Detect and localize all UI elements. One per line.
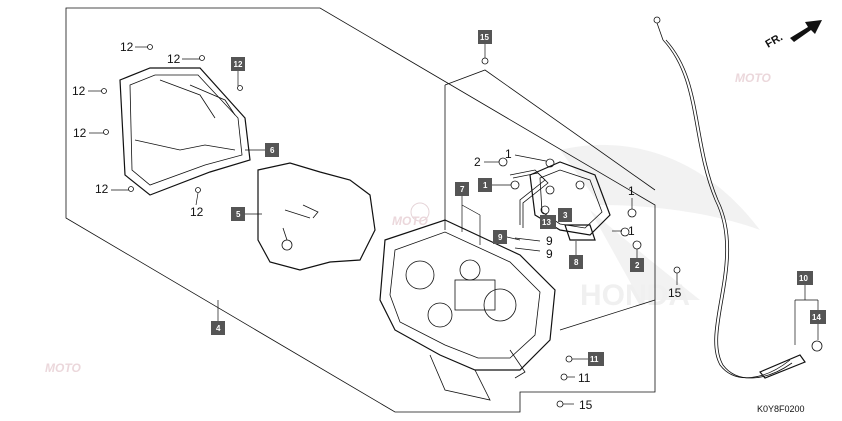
- svg-text:MOTO: MOTO: [735, 71, 771, 85]
- callout-box-13: 13: [540, 215, 556, 229]
- meter-housing: [379, 219, 556, 401]
- callout-box-7: 7: [455, 182, 481, 245]
- svg-text:15: 15: [579, 398, 593, 412]
- moto-watermark-2: MOTO: [735, 71, 771, 85]
- callout-box-5: 5: [231, 207, 262, 221]
- wire-harness: [509, 169, 549, 228]
- callout-box-8: 8: [569, 241, 583, 269]
- svg-text:1: 1: [505, 147, 512, 161]
- svg-text:9: 9: [546, 234, 553, 248]
- callout-box-2: 2: [630, 249, 644, 272]
- svg-text:3: 3: [563, 211, 568, 220]
- callout-box-6: 6: [245, 143, 279, 157]
- svg-text:5: 5: [236, 210, 241, 219]
- svg-text:12: 12: [95, 182, 109, 196]
- callout-box-10: 10: [794, 271, 819, 345]
- callout-box-9: 9: [493, 230, 521, 244]
- svg-text:12: 12: [190, 205, 204, 219]
- svg-text:11: 11: [578, 371, 591, 385]
- svg-text:13: 13: [542, 218, 551, 227]
- callout-box-11: 11: [565, 352, 604, 366]
- callouts-9: 9 9: [514, 234, 553, 261]
- svg-text:14: 14: [812, 313, 821, 322]
- visor-screws: [101, 44, 243, 193]
- svg-text:MOTO: MOTO: [392, 214, 428, 228]
- moto-watermark-3: MOTO: [45, 361, 81, 375]
- cable-oring: [811, 340, 823, 352]
- svg-text:1: 1: [483, 181, 488, 190]
- callout-box-1: 1: [478, 178, 511, 192]
- svg-text:1: 1: [628, 224, 635, 238]
- svg-text:9: 9: [546, 247, 553, 261]
- svg-text:15: 15: [480, 33, 489, 42]
- meter-cover: [529, 161, 611, 236]
- callout-box-12: 12: [231, 57, 245, 86]
- svg-text:6: 6: [270, 146, 275, 155]
- honda-wing-watermark: HONDA: [560, 144, 760, 312]
- callout-11: 11: [560, 371, 591, 385]
- svg-text:12: 12: [72, 84, 86, 98]
- svg-text:2: 2: [474, 155, 481, 169]
- callout-box-14: 14: [810, 310, 826, 340]
- svg-text:FR.: FR.: [764, 31, 785, 50]
- front-direction-indicator: FR.: [764, 20, 822, 51]
- svg-text:MOTO: MOTO: [45, 361, 81, 375]
- callout-box-4: 4: [211, 300, 225, 335]
- connector-block: [564, 224, 596, 241]
- assembly-frame: [65, 7, 656, 413]
- svg-text:8: 8: [574, 258, 579, 267]
- svg-text:7: 7: [460, 185, 465, 194]
- figure-code: K0Y8F0200: [757, 404, 805, 414]
- bolts-15: 15 15: [556, 266, 682, 412]
- visor-panel: [119, 67, 251, 196]
- callout-box-3: 3: [558, 208, 572, 222]
- svg-text:1: 1: [628, 184, 635, 198]
- svg-text:9: 9: [498, 233, 503, 242]
- svg-text:10: 10: [799, 274, 808, 283]
- svg-text:15: 15: [668, 286, 682, 300]
- callout-box-15: 15: [478, 30, 492, 65]
- svg-text:12: 12: [234, 60, 243, 69]
- speedometer-cable: [653, 16, 806, 379]
- svg-text:4: 4: [216, 324, 221, 333]
- svg-text:11: 11: [590, 355, 599, 364]
- front-arrow-icon: [790, 20, 822, 42]
- callouts-12: 12 12 12 12 12 12: [72, 40, 204, 219]
- svg-text:12: 12: [120, 40, 134, 54]
- callouts-1-2: 2 1 1 1: [474, 147, 635, 238]
- cover-group-frame: [444, 69, 656, 191]
- moto-watermark-1: MOTO: [392, 202, 430, 228]
- svg-text:12: 12: [73, 126, 87, 140]
- svg-text:2: 2: [635, 261, 640, 270]
- seal-sheet: [257, 162, 376, 271]
- svg-text:12: 12: [167, 52, 181, 66]
